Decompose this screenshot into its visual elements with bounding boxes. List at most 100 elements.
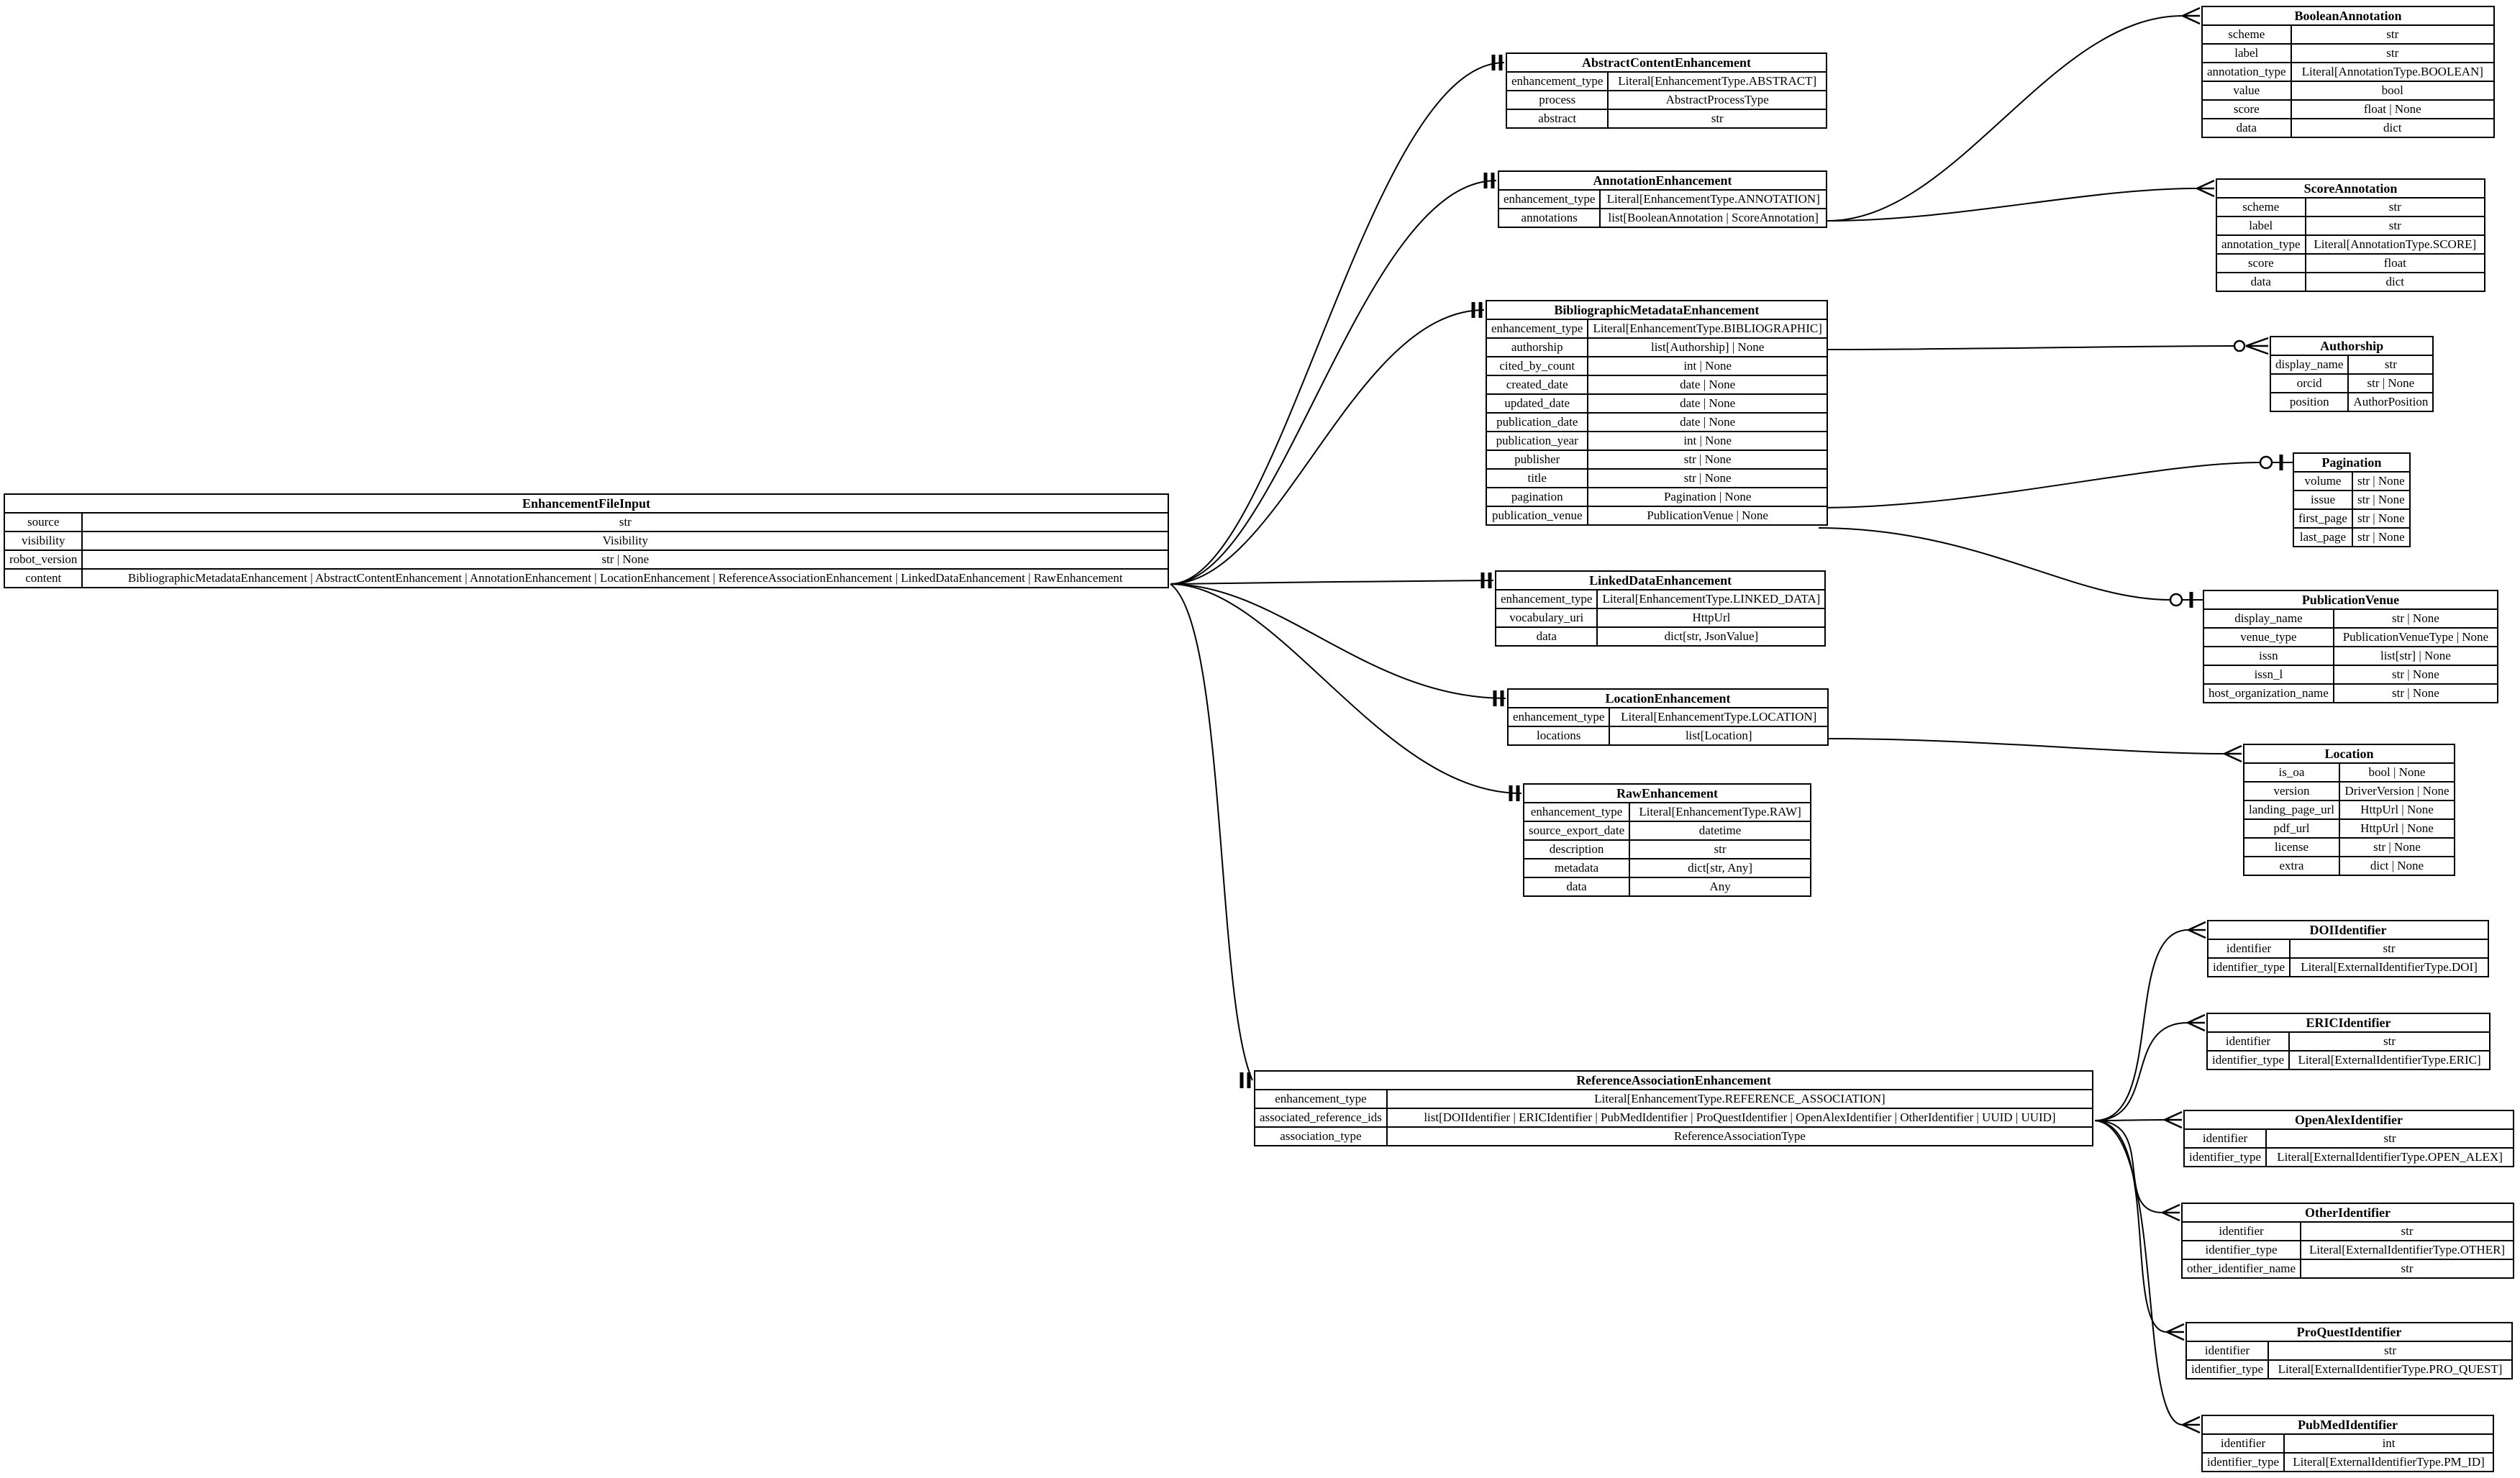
field-type-cell: bool | None bbox=[2338, 762, 2456, 783]
field-name-cell: issn bbox=[2203, 646, 2334, 666]
field-type-cell: Visibility bbox=[81, 531, 1169, 551]
field-name-cell: annotation_type bbox=[2201, 62, 2292, 82]
field-name-cell: data bbox=[2201, 118, 2292, 138]
field-name-cell: updated_date bbox=[1485, 393, 1589, 414]
field-type-cell: str bbox=[2289, 939, 2489, 959]
entity-title: ReferenceAssociationEnhancement bbox=[1254, 1070, 2093, 1090]
field-name-cell: scheme bbox=[2201, 24, 2292, 45]
field-name-cell: identifier_type bbox=[2180, 1240, 2302, 1260]
entity-title: PublicationVenue bbox=[2203, 590, 2498, 610]
field-type-cell: ReferenceAssociationType bbox=[1386, 1126, 2094, 1146]
field-type-cell: Literal[EnhancementType.REFERENCE_ASSOCI… bbox=[1386, 1089, 2094, 1109]
field-name-cell: enhancement_type bbox=[1522, 802, 1631, 822]
field-type-cell: Literal[ExternalIdentifierType.OPEN_ALEX… bbox=[2265, 1147, 2514, 1167]
field-type-cell: HttpUrl | None bbox=[2338, 800, 2456, 820]
field-type-cell: list[str] | None bbox=[2332, 646, 2499, 666]
field-type-cell: str | None bbox=[2332, 683, 2499, 703]
field-type-cell: int bbox=[2283, 1433, 2494, 1454]
field-name-cell: description bbox=[1522, 839, 1631, 859]
edge-reference-ids-to-eric-identifier bbox=[2094, 1013, 2206, 1121]
entity-title: Location bbox=[2243, 744, 2455, 764]
field-name-cell: process bbox=[1505, 90, 1609, 110]
field-name-cell: pdf_url bbox=[2243, 818, 2340, 839]
entity-title: PubMedIdentifier bbox=[2201, 1415, 2494, 1435]
entity-title-row: ScoreAnnotation bbox=[2216, 178, 2485, 199]
field-type-cell: Literal[EnhancementType.LOCATION] bbox=[1609, 707, 1829, 727]
field-name-cell: identifier_type bbox=[2206, 1050, 2291, 1070]
field-name-cell: identifier_type bbox=[2201, 1452, 2285, 1472]
field-name-cell: identifier bbox=[2206, 939, 2291, 959]
field-type-cell: Literal[EnhancementType.BIBLIOGRAPHIC] bbox=[1587, 319, 1828, 339]
field-name-cell: robot_version bbox=[3, 549, 83, 570]
field-name-cell: title bbox=[1485, 468, 1589, 488]
field-name-cell: locations bbox=[1506, 726, 1611, 746]
entity-title: RawEnhancement bbox=[1523, 783, 1811, 803]
entity-title-row: PublicationVenue bbox=[2203, 590, 2498, 610]
field-name-cell: value bbox=[2201, 81, 2292, 101]
field-type-cell: str | None bbox=[2351, 471, 2411, 491]
field-type-cell: str | None bbox=[2332, 608, 2499, 629]
field-name-cell: label bbox=[2216, 216, 2306, 236]
field-name-cell: extra bbox=[2243, 856, 2340, 876]
field-name-cell: scheme bbox=[2216, 197, 2306, 217]
field-type-cell: str | None bbox=[81, 549, 1169, 570]
field-type-cell: dict bbox=[2290, 118, 2496, 138]
field-name-cell: display_name bbox=[2269, 355, 2350, 375]
edge-reference-ids-to-proquest-identifier bbox=[2094, 1120, 2185, 1341]
field-name-cell: landing_page_url bbox=[2243, 800, 2340, 820]
field-type-cell: str bbox=[1607, 109, 1827, 129]
entity-title: ProQuestIdentifier bbox=[2185, 1322, 2513, 1342]
field-type-cell: int | None bbox=[1587, 431, 1828, 451]
field-type-cell: str | None bbox=[2347, 373, 2434, 393]
field-name-cell: content bbox=[3, 568, 83, 588]
field-type-cell: PublicationVenue | None bbox=[1587, 506, 1828, 526]
field-type-cell: str | None bbox=[1587, 450, 1828, 470]
field-type-cell: Literal[EnhancementType.RAW] bbox=[1629, 802, 1811, 822]
entity-title: DOIIdentifier bbox=[2207, 920, 2489, 940]
entity-title-row: LinkedDataEnhancement bbox=[1494, 570, 1827, 590]
field-name-cell: identifier bbox=[2180, 1221, 2302, 1241]
field-name-cell: version bbox=[2243, 781, 2340, 801]
entity-title-row: BooleanAnnotation bbox=[2201, 6, 2495, 26]
field-type-cell: str bbox=[2290, 43, 2496, 63]
field-name-cell: issue bbox=[2293, 490, 2353, 510]
field-type-cell: Literal[ExternalIdentifierType.DOI] bbox=[2289, 957, 2489, 977]
field-type-cell: str | None bbox=[2351, 527, 2411, 547]
field-name-cell: pagination bbox=[1485, 487, 1589, 507]
field-type-cell: list[Authorship] | None bbox=[1587, 337, 1828, 357]
